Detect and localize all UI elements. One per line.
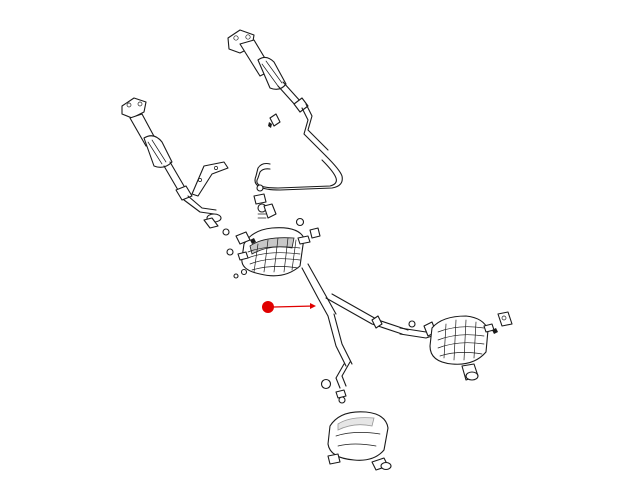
callout-arrow-head bbox=[310, 303, 316, 309]
right-rear-muffler bbox=[399, 311, 513, 381]
right-catalytic-converter bbox=[227, 29, 329, 157]
front-pipe-loop bbox=[253, 155, 343, 219]
left-tail-pipe bbox=[320, 361, 351, 404]
callout-marker bbox=[262, 301, 316, 313]
left-catalytic-converter bbox=[121, 97, 222, 229]
left-rear-muffler bbox=[327, 411, 392, 471]
heat-shield-bracket bbox=[191, 161, 229, 197]
crossover-y-pipe bbox=[301, 263, 409, 367]
resonator-assembly bbox=[222, 217, 321, 279]
